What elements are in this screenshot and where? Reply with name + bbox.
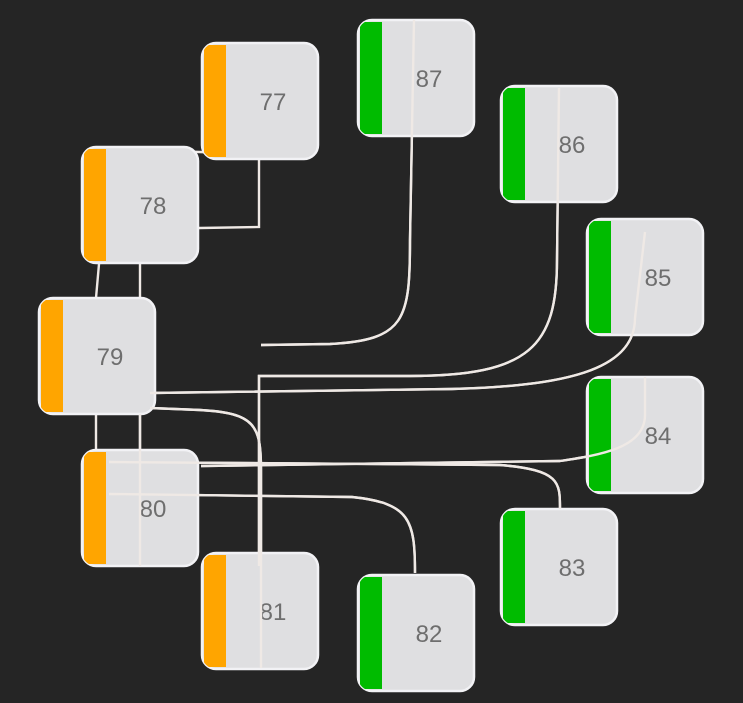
node-box [356, 573, 476, 693]
node-79[interactable]: 79 [37, 296, 157, 416]
group-stripe [589, 221, 611, 333]
group-stripe [503, 88, 525, 200]
node-label: 82 [416, 621, 443, 648]
edge-overlay-79-86 [257, 87, 561, 566]
node-83[interactable]: 83 [499, 507, 619, 627]
node-85[interactable]: 85 [585, 217, 705, 337]
edge-overlay-80-84 [200, 377, 647, 468]
node-87[interactable]: 87 [356, 18, 476, 138]
group-stripe [204, 45, 226, 157]
node-label: 81 [260, 599, 287, 626]
edge-overlay-79-85 [149, 231, 647, 395]
node-box [585, 217, 705, 337]
node-label: 86 [559, 132, 586, 159]
edge-overlay-80-83 [108, 460, 562, 510]
node-label: 80 [140, 496, 167, 523]
node-label: 78 [140, 193, 167, 220]
node-82[interactable]: 82 [356, 573, 476, 693]
group-stripe [41, 300, 63, 412]
edge-overlay-81-87 [260, 19, 416, 347]
group-stripe [84, 149, 106, 261]
group-stripe [503, 511, 525, 623]
group-stripe [589, 379, 611, 491]
node-label: 84 [645, 423, 672, 450]
node-box [356, 18, 476, 138]
edge-overlay-80-82 [108, 492, 417, 574]
node-label: 85 [645, 265, 672, 292]
node-box [80, 145, 200, 265]
node-label: 87 [416, 66, 443, 93]
node-78[interactable]: 78 [80, 145, 200, 265]
group-stripe [84, 452, 106, 564]
node-77[interactable]: 77 [200, 41, 320, 161]
node-box [200, 41, 320, 161]
group-stripe [360, 22, 382, 134]
node-label: 77 [260, 89, 287, 116]
group-stripe [204, 555, 226, 667]
node-box [37, 296, 157, 416]
group-stripe [360, 577, 382, 689]
node-layer: 77 78 79 80 81 82 83 84 85 86 87 [37, 18, 705, 693]
edge-overlay-layer [108, 19, 647, 668]
node-label: 79 [97, 344, 124, 371]
node-84[interactable]: 84 [585, 375, 705, 495]
edge-79-85 [149, 231, 647, 395]
node-label: 83 [559, 555, 586, 582]
